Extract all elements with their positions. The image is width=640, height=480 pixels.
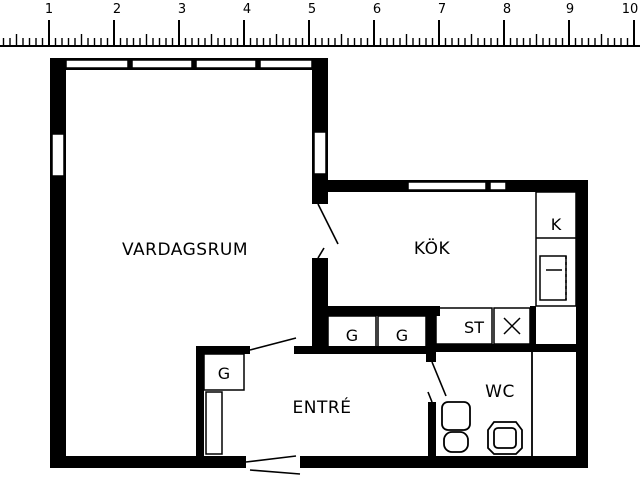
room-label-living: VARDAGSRUM: [122, 240, 248, 260]
toilet-bowl: [443, 431, 469, 453]
wall-living-east-lower: [312, 258, 328, 352]
fixture-label-garderobe-entrance: G: [218, 364, 230, 383]
stove-box: [493, 307, 531, 345]
garderobes: [203, 315, 427, 455]
wall-west: [50, 58, 66, 468]
wall-entrance-closet-top: [196, 346, 250, 354]
wall-south-left: [50, 456, 246, 468]
ruler-label-1: 1: [45, 2, 53, 17]
washbasin-inner: [493, 427, 517, 449]
fixture-label-garderobe-1: G: [346, 326, 358, 345]
ruler-label-10: 10: [622, 2, 639, 17]
kitchen-fixtures: [435, 191, 577, 345]
room-label-wc: WC: [485, 382, 515, 402]
door-main-entrance: [245, 455, 297, 463]
garderobe-entrance-shelf: [205, 391, 223, 455]
ruler-label-6: 6: [373, 2, 381, 17]
toilet-tank: [441, 401, 471, 431]
window-living-north-1: [65, 59, 129, 69]
fixture-label-garderobe-2: G: [396, 326, 408, 345]
door-living-kitchen: [317, 203, 339, 245]
fixture-label-kitchen-cabinet: K: [551, 215, 562, 234]
storage-box: [435, 307, 493, 345]
wall-hall-top: [294, 346, 434, 354]
garderobe-box-entrance: [203, 353, 245, 391]
wall-storage-right: [530, 306, 536, 352]
wall-wc-west-upper: [426, 306, 436, 362]
wall-entrance-closet-left: [196, 346, 204, 462]
kitchen-sink: [539, 255, 567, 301]
stove-cross-2: [503, 317, 521, 335]
wall-wc-west-lower: [428, 402, 436, 464]
kitchen-counter: [535, 191, 577, 307]
garderobe-box-1: [327, 315, 377, 353]
window-kitchen-north-small: [489, 181, 507, 191]
ruler-label-7: 7: [438, 2, 446, 17]
window-living-north-2: [131, 59, 193, 69]
window-kitchen-north: [407, 181, 487, 191]
windows: [51, 59, 507, 191]
window-living-west: [51, 133, 65, 177]
wc-fixtures: [441, 352, 533, 456]
ruler-label-9: 9: [566, 2, 574, 17]
ruler-label-3: 3: [178, 2, 186, 17]
ruler-label-2: 2: [113, 2, 121, 17]
scale-ruler: 1 2 3 4 5 6 7 8 9 10: [0, 2, 640, 47]
window-living-north-4: [259, 59, 313, 69]
wall-south-right: [300, 456, 588, 468]
garderobe-box-2: [377, 315, 427, 353]
walls: [50, 58, 588, 468]
fixture-label-storage: ST: [464, 318, 484, 337]
room-label-entrance: ENTRÉ: [293, 396, 352, 418]
door-entrance-closet: [249, 337, 297, 351]
window-living-north-3: [195, 59, 257, 69]
ruler-label-5: 5: [308, 2, 316, 17]
room-label-kitchen: KÖK: [414, 237, 451, 259]
door-wc: [431, 361, 447, 397]
washbasin: [487, 421, 523, 455]
wall-east: [576, 180, 588, 468]
wall-wc-top: [432, 344, 588, 352]
window-living-east: [313, 131, 327, 175]
doors: [245, 203, 447, 475]
wall-kitchen-south: [312, 306, 440, 316]
ruler-ticks: [2, 20, 635, 46]
ruler-label-8: 8: [503, 2, 511, 17]
ruler-label-4: 4: [243, 2, 251, 17]
